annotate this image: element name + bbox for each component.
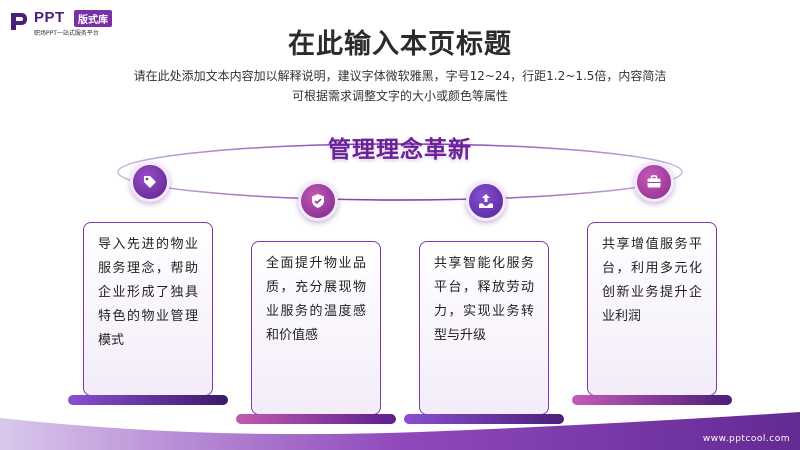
logo-badge: 版式库 [74,10,112,27]
item-card-2: 全面提升物业品质，充分展现物业服务的温度感和价值感 [251,241,381,415]
tag-icon [144,176,156,188]
section-headline: 管理理念革新 [328,137,472,163]
subtitle-line-1: 请在此处添加文本内容加以解释说明，建议字体微软雅黑，字号12~24，行距1.2~… [133,69,667,83]
page-title: 在此输入本页标题 [288,29,512,60]
card-bar-1 [68,395,228,405]
node-2 [298,181,338,221]
node-4 [634,162,674,202]
card-bar-2 [236,414,396,424]
card-bar-3 [404,414,564,424]
growth-icon [479,194,493,208]
briefcase-icon [647,175,661,188]
brand-logo: PPT 版式库 职场PPT一站式服务平台 [8,8,158,37]
subtitle-line-2: 可根据需求调整文字的大小或颜色等属性 [291,89,508,103]
logo-tagline: 职场PPT一站式服务平台 [34,30,99,37]
footer-url: www.pptcool.com [702,434,790,444]
page-subtitle: 请在此处添加文本内容加以解释说明，建议字体微软雅黑，字号12~24，行距1.2~… [110,66,690,106]
logo-ppt-text: PPT [34,9,65,26]
item-card-3: 共享智能化服务平台，释放劳动力，实现业务转型与升级 [419,241,549,415]
item-card-4: 共享增值服务平台，利用多元化创新业务提升企业利润 [587,222,717,396]
node-3 [466,181,506,221]
card-bar-4 [572,395,732,405]
logo-mark-icon [11,13,27,30]
node-1 [130,162,170,202]
shield-icon [312,194,324,208]
